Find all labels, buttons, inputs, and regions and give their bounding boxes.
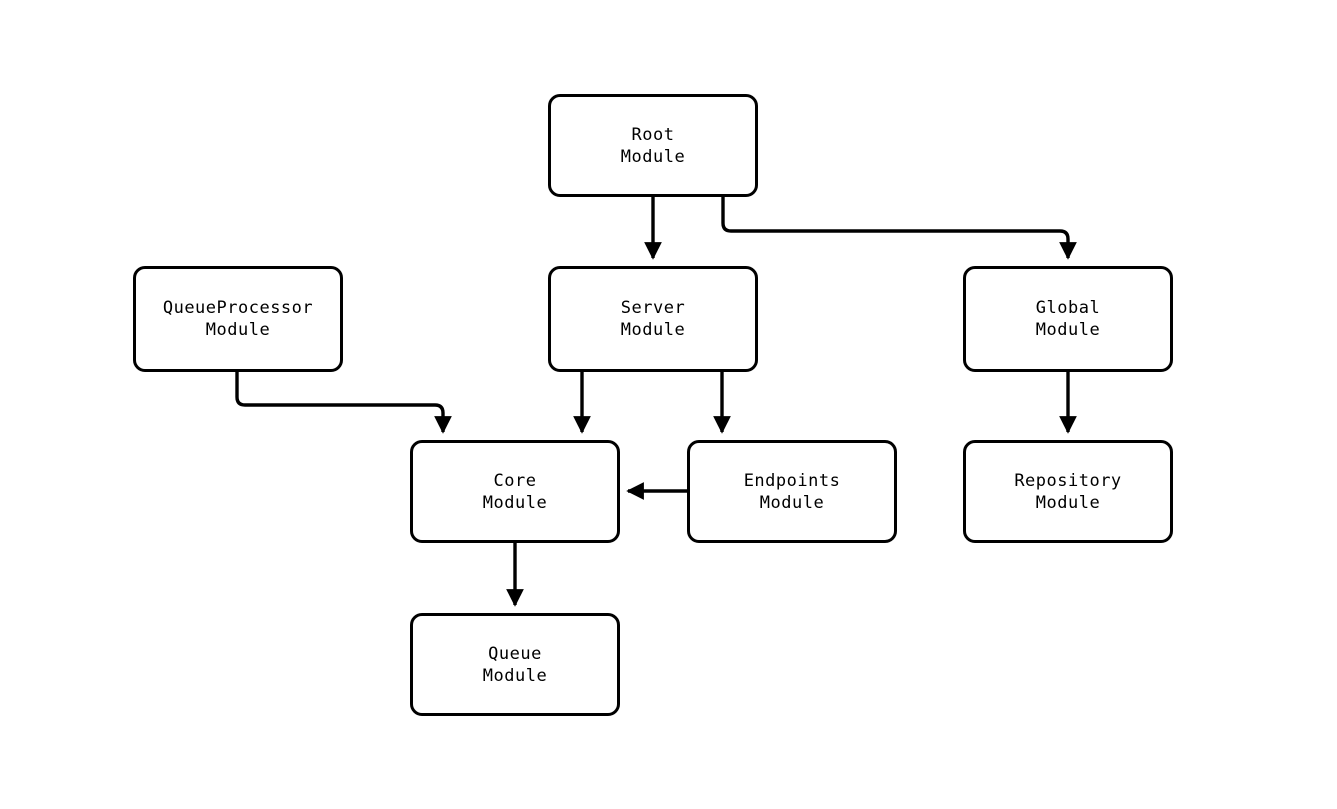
edge-root-to-global — [721, 197, 1077, 260]
node-global-module[interactable]: Global Module — [963, 266, 1173, 372]
node-core-module-label-line2: Module — [482, 492, 548, 513]
node-repository-module-label-line2: Module — [1035, 492, 1101, 513]
node-endpoints-module-label-line1: Endpoints — [743, 470, 841, 491]
node-core-module-label-line1: Core — [493, 470, 537, 491]
edge-queueprocessor-to-core — [235, 372, 452, 434]
node-root-module[interactable]: Root Module — [548, 94, 758, 197]
node-repository-module[interactable]: Repository Module — [963, 440, 1173, 543]
node-queue-module-label-line1: Queue — [488, 643, 542, 664]
node-endpoints-module[interactable]: Endpoints Module — [687, 440, 897, 543]
node-queue-module[interactable]: Queue Module — [410, 613, 620, 716]
node-repository-module-label-line1: Repository — [1014, 470, 1122, 491]
node-queue-module-label-line2: Module — [482, 665, 548, 686]
node-queueprocessor-module-label-line1: QueueProcessor — [162, 298, 314, 318]
node-core-module[interactable]: Core Module — [410, 440, 620, 543]
node-global-module-label-line2: Module — [1035, 320, 1101, 340]
node-root-module-label-line1: Root — [631, 124, 675, 145]
node-queueprocessor-module[interactable]: QueueProcessor Module — [133, 266, 343, 372]
node-server-module-label-line2: Module — [620, 320, 686, 340]
node-server-module[interactable]: Server Module — [548, 266, 758, 372]
node-queueprocessor-module-label-line2: Module — [205, 320, 271, 340]
node-root-module-label-line2: Module — [620, 146, 686, 167]
node-global-module-label-line1: Global — [1035, 298, 1101, 318]
node-endpoints-module-label-line2: Module — [759, 492, 825, 513]
node-server-module-label-line1: Server — [620, 298, 686, 318]
